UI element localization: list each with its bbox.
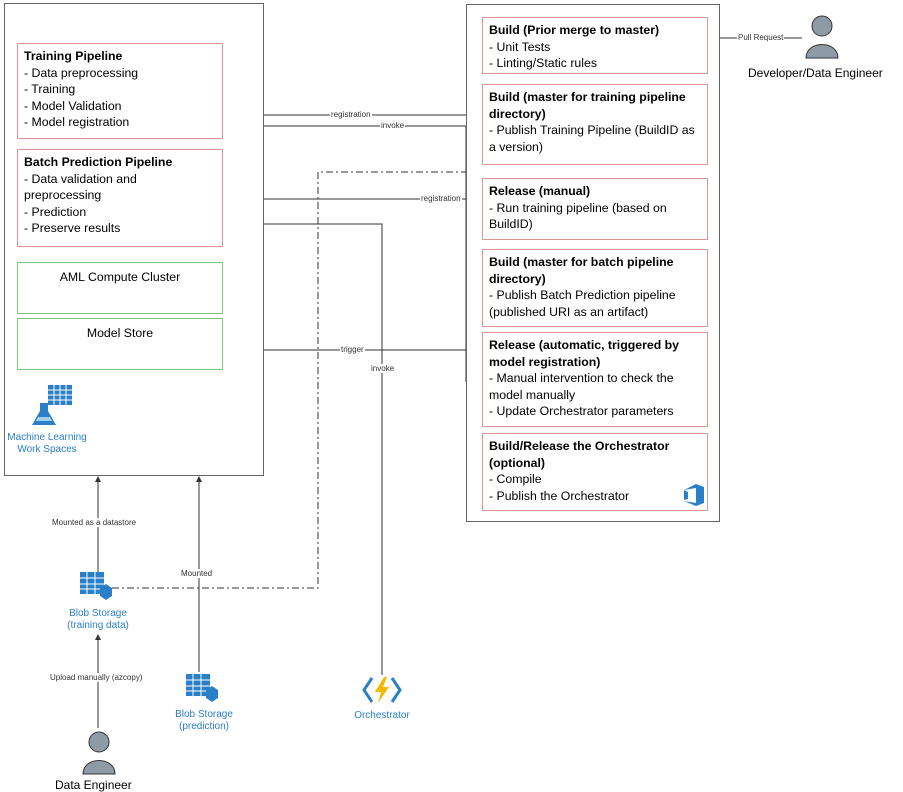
invoke-arrow-batch xyxy=(225,221,383,675)
build-batch-title: directory) xyxy=(489,271,546,286)
release-manual-title: Release (manual) xyxy=(489,184,591,198)
release-manual-box[interactable]: Release (manual) - Run training pipeline… xyxy=(482,178,708,240)
data-engineer-person-icon xyxy=(82,731,116,775)
registration-label-batch: registration xyxy=(420,194,462,203)
release-manual-item: BuildID) xyxy=(489,217,533,231)
release-auto-item: model manually xyxy=(489,387,576,402)
blob-storage-training-label: Blob Storage (training data) xyxy=(58,608,138,632)
registration-label-training: registration xyxy=(330,110,372,119)
release-manual-item: - Run training pipeline (based on xyxy=(489,200,667,215)
batch-item: - Data validation and xyxy=(24,171,137,186)
release-auto-item: - Manual intervention to check the xyxy=(489,371,674,385)
release-auto-item: - Update Orchestrator parameters xyxy=(489,404,674,418)
blob-storage-training-icon xyxy=(80,572,112,600)
release-auto-title: model registration) xyxy=(489,354,601,369)
build-batch-item: (published URI as an artifact) xyxy=(489,304,649,319)
blob-storage-prediction-label: Blob Storage (prediction) xyxy=(164,709,244,733)
model-store-box[interactable]: Model Store xyxy=(17,318,223,370)
training-item: - Model registration xyxy=(24,115,130,129)
build-prior-merge-box[interactable]: Build (Prior merge to master) - Unit Tes… xyxy=(482,17,708,74)
build-batch-box[interactable]: Build (master for batch pipeline directo… xyxy=(482,249,708,327)
mounted-datastore-label: Mounted as a datastore xyxy=(51,518,138,527)
build-orchestrator-box[interactable]: Build/Release the Orchestrator (optional… xyxy=(482,433,708,511)
azure-devops-icon xyxy=(684,484,704,506)
batch-item: - Prediction xyxy=(24,204,87,219)
blob-storage-training-desc: (training data) xyxy=(67,620,129,631)
build-prior-item: - Linting/Static rules xyxy=(489,56,597,70)
build-batch-item: - Publish Batch Prediction pipeline xyxy=(489,288,676,302)
training-pipeline-title: Training Pipeline xyxy=(24,49,123,63)
build-training-title: Build (master for training pipeline xyxy=(489,90,686,104)
build-orch-item: - Publish the Orchestrator xyxy=(489,488,630,503)
compute-cluster-label: AML Compute Cluster xyxy=(59,270,181,284)
invoke-label-training: invoke xyxy=(380,121,406,130)
blob-storage-prediction-name: Blob Storage xyxy=(175,709,233,720)
developer-label: Developer/Data Engineer xyxy=(748,66,883,80)
batch-pipeline-title: Batch Prediction Pipeline xyxy=(24,155,173,169)
ml-workspace-label: Machine Learning Work Spaces xyxy=(4,432,90,456)
build-orch-title: (optional) xyxy=(489,455,546,470)
training-item: - Model Validation xyxy=(24,98,122,113)
ml-workspace-label-line1: Machine Learning xyxy=(7,432,87,443)
batch-item: - Preserve results xyxy=(24,221,121,235)
release-auto-title: Release (automatic, triggered by xyxy=(489,338,679,352)
blob-storage-training-name: Blob Storage xyxy=(69,608,127,619)
build-orch-title: Build/Release the Orchestrator xyxy=(489,439,670,453)
training-item: - Training xyxy=(24,82,76,96)
release-auto-box[interactable]: Release (automatic, triggered by model r… xyxy=(482,332,708,427)
model-store-label: Model Store xyxy=(86,326,154,340)
build-training-item: a version) xyxy=(489,139,543,154)
mounted-label: Mounted xyxy=(180,569,214,578)
blob-storage-prediction-desc: (prediction) xyxy=(178,721,230,732)
pull-request-label: Pull Request xyxy=(737,33,785,42)
developer-person-icon xyxy=(805,15,839,59)
ml-workspace-icon xyxy=(32,385,72,425)
build-prior-item: - Unit Tests xyxy=(489,39,551,54)
trigger-label: trigger xyxy=(340,345,365,354)
training-pipeline-box[interactable]: Training Pipeline - Data preprocessing -… xyxy=(17,43,223,139)
build-training-box[interactable]: Build (master for training pipeline dire… xyxy=(482,84,708,165)
orchestrator-function-icon xyxy=(362,677,402,703)
ml-workspace-label-line2: Work Spaces xyxy=(17,444,77,455)
build-orch-item: - Compile xyxy=(489,472,542,486)
batch-pipeline-box[interactable]: Batch Prediction Pipeline - Data validat… xyxy=(17,149,223,247)
build-prior-title: Build (Prior merge to master) xyxy=(489,23,660,37)
data-engineer-label: Data Engineer xyxy=(55,778,132,792)
batch-item: preprocessing xyxy=(24,188,102,202)
build-training-item: - Publish Training Pipeline (BuildID as xyxy=(489,123,695,137)
blob-storage-prediction-icon xyxy=(186,674,218,702)
training-item: - Data preprocessing xyxy=(24,65,139,80)
invoke-label-batch: invoke xyxy=(370,364,396,373)
compute-cluster-box[interactable]: AML Compute Cluster xyxy=(17,262,223,314)
build-batch-title: Build (master for batch pipeline xyxy=(489,255,674,269)
upload-label: Upload manually (azcopy) xyxy=(49,673,144,682)
build-training-title: directory) xyxy=(489,106,546,121)
orchestrator-label: Orchestrator xyxy=(354,710,410,721)
